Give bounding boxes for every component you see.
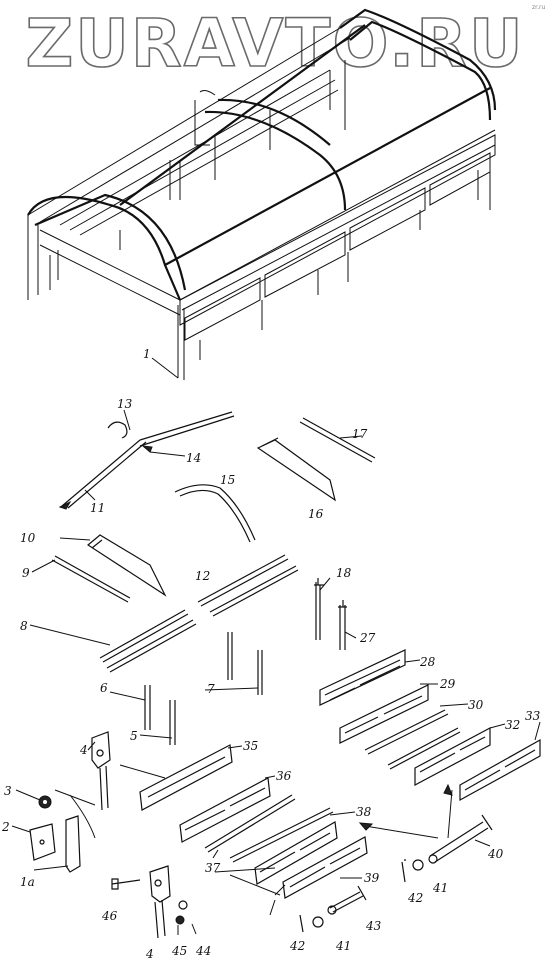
part-12-slats (197, 554, 299, 617)
part-27-stanchion (338, 600, 347, 650)
label-44: 44 (195, 944, 211, 958)
part-17-bar (299, 417, 376, 463)
part-9-slat (51, 555, 131, 603)
part-4-bracket-lower (149, 865, 171, 939)
label-41-right: 41 (432, 881, 448, 895)
watermark: ZURAVTO.RU (25, 5, 524, 82)
part-16-bow (256, 437, 336, 502)
tie-rod-assembly (58, 411, 235, 510)
label-28: 28 (419, 655, 436, 669)
part-5-6-stanchions (144, 685, 176, 745)
label-3: 3 (4, 784, 12, 798)
label-46: 46 (101, 909, 118, 923)
side-boards-28-29 (319, 649, 429, 744)
part-37-rail (204, 794, 296, 853)
bracket-hardware (29, 731, 111, 873)
part-30-rail (364, 709, 449, 755)
leader-1 (151, 357, 179, 379)
label-37: 37 (205, 861, 221, 875)
label-45: 45 (171, 944, 187, 958)
part-41-washer-a (412, 859, 424, 871)
part-42-cotter-b (299, 914, 304, 933)
label-6: 6 (100, 681, 108, 695)
label-4-upper: 4 (79, 743, 88, 757)
label-2: 2 (1, 820, 10, 834)
part-8-slats (99, 609, 197, 673)
part-42-cotter-a (401, 859, 406, 883)
label-36: 36 (276, 769, 292, 783)
label-32: 32 (505, 718, 520, 732)
label-4-lower: 4 (145, 947, 154, 961)
part-18-stanchion (314, 578, 324, 640)
part-41-washer-b (312, 916, 324, 928)
label-11: 11 (90, 501, 105, 515)
label-30: 30 (468, 698, 484, 712)
part-46-bolt (111, 878, 141, 890)
part-43-pin (329, 885, 367, 913)
label-13: 13 (117, 397, 133, 411)
label-18: 18 (336, 566, 352, 580)
label-39: 39 (364, 871, 380, 885)
part-15-arch (174, 484, 256, 543)
corner-mark: zr.ru (532, 4, 545, 11)
label-1a: 1a (20, 875, 35, 889)
label-15: 15 (220, 473, 235, 487)
label-8: 8 (20, 619, 28, 633)
label-12: 12 (195, 569, 210, 583)
label-10: 10 (20, 531, 36, 545)
label-7: 7 (207, 682, 215, 696)
label-17: 17 (352, 427, 368, 441)
label-35: 35 (243, 739, 258, 753)
label-1: 1 (143, 347, 151, 361)
label-42-left: 42 (289, 939, 305, 953)
label-9: 9 (22, 566, 30, 580)
label-14: 14 (186, 451, 201, 465)
label-42-right: 42 (407, 891, 423, 905)
label-40: 40 (487, 847, 504, 861)
side-boards-32-33 (387, 727, 541, 802)
part-7-stanchions (227, 632, 263, 695)
assembled-tent-frame (27, 8, 497, 380)
label-16: 16 (308, 507, 324, 521)
label-5: 5 (130, 729, 138, 743)
part-labels: 1 13 14 11 15 17 16 10 9 12 8 18 27 28 6… (1, 347, 541, 961)
label-41-left: 41 (335, 939, 351, 953)
part-10-bow (86, 534, 167, 597)
label-29: 29 (439, 677, 456, 691)
side-boards-38-39 (229, 807, 368, 899)
label-27: 27 (359, 631, 376, 645)
part-40-pin (429, 814, 493, 863)
label-43: 43 (365, 919, 382, 933)
label-33: 33 (525, 709, 541, 723)
side-boards-35-36 (139, 744, 271, 843)
label-38: 38 (356, 805, 372, 819)
